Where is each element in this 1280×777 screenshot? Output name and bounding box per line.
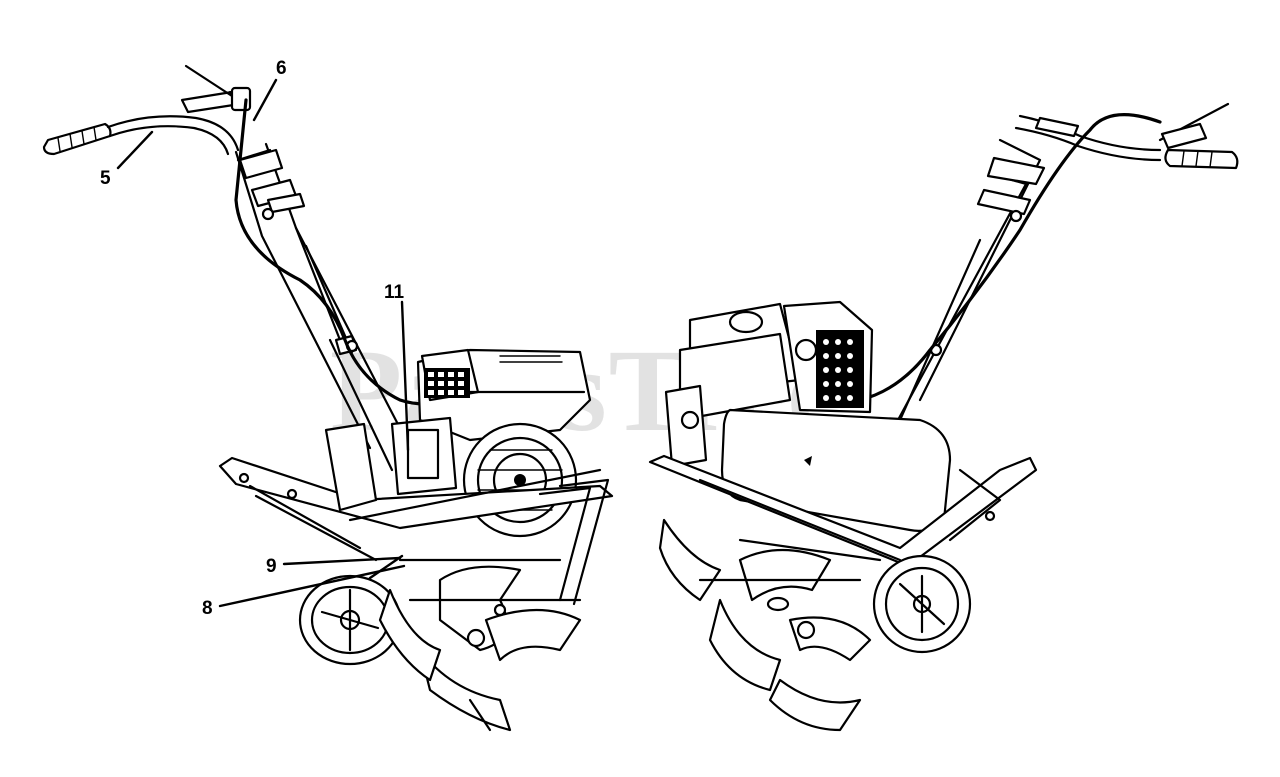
left-tiller-recoil-starter (462, 422, 578, 538)
right-tiller-column (896, 138, 1046, 422)
right-tiller (648, 102, 1239, 732)
callout-label-11: 11 (384, 282, 405, 303)
left-tiller-wheel (298, 574, 402, 666)
left-tiller-tines (378, 565, 582, 732)
right-tiller-tines (658, 518, 872, 732)
right-tiller-throttle-cable (858, 113, 1162, 402)
callout-9: 9 (266, 554, 404, 580)
callout-11: 11 (384, 282, 410, 452)
right-tiller-air-filter-grille (816, 330, 864, 408)
callout-label-6: 6 (276, 58, 287, 79)
left-tiller-handle-grip (42, 122, 112, 156)
right-tiller-handlebar (1014, 102, 1230, 162)
left-tiller (42, 64, 614, 732)
right-tiller-engine (664, 300, 874, 468)
right-tiller-wheel (872, 554, 972, 654)
right-tiller-belt-guard (720, 408, 952, 532)
callout-label-5: 5 (100, 168, 111, 189)
callout-8: 8 (202, 564, 406, 619)
right-tiller-handle-grip (1164, 148, 1239, 170)
left-tiller-throttle-cable (234, 98, 472, 406)
left-tiller-frame (218, 422, 614, 606)
right-tiller-frame (648, 454, 1038, 568)
callout-5: 5 (100, 130, 154, 189)
callout-6: 6 (252, 58, 287, 122)
callout-label-8: 8 (202, 598, 213, 619)
callout-label-9: 9 (266, 556, 277, 577)
left-tiller-handlebar (106, 64, 252, 156)
left-tiller-air-filter-grille (424, 368, 470, 398)
